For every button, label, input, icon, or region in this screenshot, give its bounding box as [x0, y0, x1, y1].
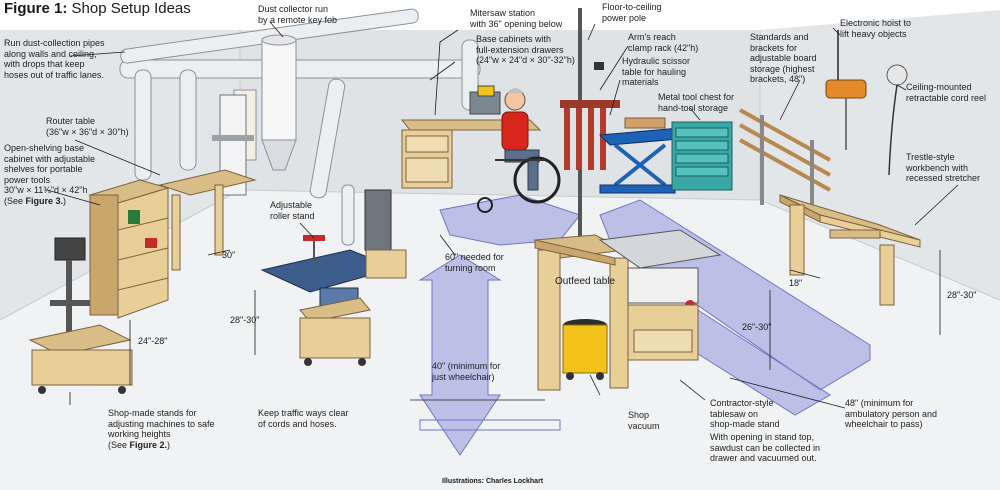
label-mitersaw-station: Mitersaw station with 36" opening below [470, 8, 563, 29]
drill-press [28, 237, 133, 394]
label-sawdust: With opening in stand top, sawdust can b… [710, 432, 821, 463]
clamp-rack [560, 100, 620, 170]
label-keep-clear: Keep traffic ways clear of cords and hos… [258, 408, 349, 429]
label-shop-vacuum: Shop vacuum [628, 410, 660, 431]
figure-2-link[interactable]: Figure 2. [129, 439, 168, 450]
workbench [779, 194, 921, 306]
label-min-wheelchair: 40" (minimum for just wheelchair) [432, 361, 501, 382]
tablesaw [598, 229, 722, 361]
label-shop-stands: Shop-made stands for adjusting machines … [108, 408, 215, 450]
label-hoist: Electronic hoist to lift heavy objects [840, 18, 912, 39]
main-duct [119, 59, 481, 79]
label-dust-collector: Dust collector run by a remote key fob [258, 4, 338, 25]
label-roller-stand: Adjustable roller stand [270, 200, 315, 221]
dim-26-30: 26"-30" [742, 322, 772, 332]
board-storage [739, 108, 831, 215]
electronic-hoist [825, 30, 867, 150]
planer [364, 189, 407, 279]
dim-router-30: 30" [222, 250, 236, 260]
dim-28-30-left: 28"-30" [230, 315, 260, 325]
figure-title-text: Shop Setup Ideas [71, 0, 191, 17]
label-scissor-table: Hydraulic scissor table for hauling mate… [622, 56, 691, 87]
floor [0, 190, 1000, 490]
label-board-storage: Standards and brackets for adjustable bo… [750, 32, 817, 84]
label-power-pole: Floor-to-ceiling power pole [602, 2, 662, 23]
figure-3-link[interactable]: Figure 3. [25, 195, 64, 206]
leader-lines [46, 21, 959, 405]
label-tablesaw: Contractor-style tablesaw on shop-made s… [710, 398, 780, 429]
router-table [158, 169, 257, 271]
label-base-cabinets: Base cabinets with full-extension drawer… [476, 34, 575, 65]
outfeed-table [533, 234, 629, 391]
label-open-shelving-text: Open-shelving base cabinet with adjustab… [4, 143, 96, 206]
label-tool-chest: Metal tool chest for hand-tool storage [658, 92, 735, 113]
jointer [260, 249, 397, 366]
label-outfeed-table: Outfeed table [555, 276, 616, 287]
open-shelving-cabinet [88, 179, 170, 319]
figure-number: Figure 1: [4, 0, 68, 17]
label-cord-reel: Ceiling-mounted retractable cord reel [906, 82, 987, 103]
label-dust-pipes: Run dust-collection pipes along walls an… [4, 38, 105, 80]
figure-title: Figure 1: Shop Setup Ideas [4, 0, 191, 17]
traffic-lane-left [418, 254, 502, 456]
dim-18: 18" [789, 278, 803, 288]
tool-chest [671, 121, 733, 191]
dim-24-28: 24"-28" [138, 336, 168, 346]
duct-drop-left [134, 69, 152, 181]
right-wall [760, 10, 1000, 300]
label-workbench: Trestle-style workbench with recessed st… [906, 152, 981, 183]
label-turning-room: 60" needed for turning room [445, 252, 504, 273]
label-clamp-rack: Arm's reach clamp rack (42"h) [628, 32, 699, 53]
label-shop-stands-end: ) [167, 439, 171, 450]
label-min-ambulatory: 48" (minimum for ambulatory person and w… [845, 398, 938, 429]
dimension-lines [129, 249, 941, 409]
dim-28-30-right: 28"-30" [947, 290, 977, 300]
illustration-credit: Illustrations: Charles Lockhart [442, 478, 544, 485]
person-in-wheelchair [477, 88, 561, 213]
label-open-shelving-end: ) [63, 195, 67, 206]
shop-vacuum [562, 319, 608, 380]
label-shop-stands-text: Shop-made stands for adjusting machines … [108, 408, 215, 450]
label-router-table: Router table (36"w × 36"d × 30"h) [46, 116, 129, 137]
label-open-shelving: Open-shelving base cabinet with adjustab… [4, 143, 95, 206]
